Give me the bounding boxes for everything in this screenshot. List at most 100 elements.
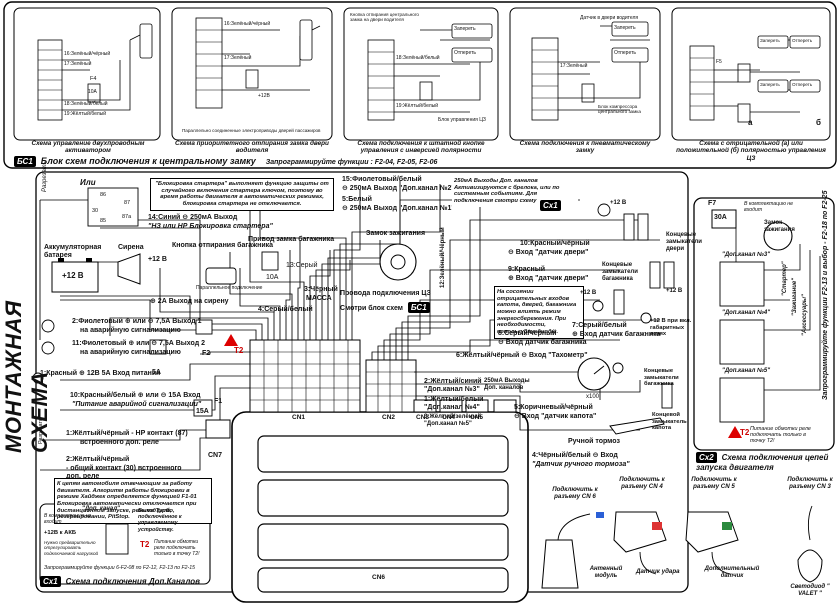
label-knopka-bag: Кнопка отпирания багажника	[172, 242, 274, 249]
wire-5k: 5:Коричневый/чёрный	[514, 404, 593, 411]
wire-6: 6:Жёлтый/чёрный ⊖ Вход "Тахометр"	[456, 352, 588, 359]
label-provoda-cz: Провода подключения ЦЗ	[340, 290, 431, 297]
wire-9: 9:Красный	[508, 266, 546, 273]
wire-cn7-1-sub: встроенного доп. реле	[80, 439, 159, 446]
cx1-dop: "Доп. канал"	[82, 506, 120, 512]
wire-2-sub: на аварийную сигнализацию	[80, 327, 181, 334]
scheme-caption-4: Схема подключения к пневматическому замк…	[519, 140, 651, 155]
label-ili: Или	[80, 178, 96, 187]
wire-3j-sub: "Доп.канал №5"	[424, 421, 472, 427]
cx1-header: Cx1 Схема подключения Доп.Каналов	[40, 576, 200, 588]
label-massa: МАССА	[306, 295, 332, 302]
top-plus12: +12В	[258, 93, 270, 99]
top-otperet-b: Отпереть	[614, 50, 636, 56]
bs1-title: Блок схем подключения к центральному зам…	[40, 156, 256, 166]
connector-cn2: CN2	[382, 414, 396, 421]
top-otperet-d: Отпереть	[792, 82, 813, 87]
cx1-akb: +12В к АКБ	[44, 530, 77, 536]
label-akb-12v: +12 В	[62, 271, 84, 280]
label-x100: x100	[586, 394, 600, 400]
label-razrezat-2: Разрезать	[38, 418, 44, 444]
wire-10-sub: "Питание аварийной сигнализации"	[72, 401, 202, 408]
wire-4: 4:Серый/белый	[258, 306, 313, 313]
pod-cn3: Подключить к разъему CN 3	[787, 476, 833, 491]
wire-7: 7:Серый/белый	[572, 322, 627, 329]
wire-9-sub: ⊕ Вход "датчик двери"	[508, 275, 589, 282]
label-konc-bag2: Концевые замыкатели багажника	[644, 368, 679, 388]
top-otperet: Отпереть	[454, 50, 476, 56]
cx2-program: Запрограммируйте функции F2-13 и выбор -…	[822, 190, 829, 400]
bs1-badge: БС1	[14, 156, 36, 168]
relay-87a: 87a	[122, 214, 132, 220]
cx2-zamok: Замок зажигания	[764, 220, 795, 233]
top-wire-19: 19:Жёлтый/белый	[64, 111, 107, 117]
fuse-5a: 5A	[152, 369, 161, 376]
warning-icon-cx2	[728, 426, 742, 438]
label-konc-bag: Концевые замыкатели багажника	[602, 262, 638, 282]
relay-87: 87	[124, 200, 131, 206]
top-a: а	[748, 118, 753, 127]
note-door: На сосоянии отрицательных входов капота,…	[494, 286, 584, 339]
wire-cn7-2: 2:Жёлтый/чёрный	[66, 456, 130, 463]
wire-5: 5:Белый	[342, 196, 372, 203]
wire-11-sub: на аварийную сигнализацию	[80, 349, 181, 356]
wire-10r: 10:Красный/чёрный	[520, 240, 590, 247]
connector-cn3: CN3	[416, 414, 430, 421]
cx2-fuse30a: 30A	[714, 214, 727, 221]
top-fuse-f5: F5	[716, 59, 722, 65]
top-wire-19-c: 19:Жёлтый/белый	[396, 103, 439, 109]
top-otperet-c: Отпереть	[792, 38, 813, 43]
wire-1j: 1:Жёлтый/белый	[424, 396, 484, 403]
pod-cn5: Подключить к разъему CN 5	[691, 476, 737, 491]
cx1-program: Запрограммируйте функции 6-F2-08 по F2-1…	[44, 565, 196, 571]
wire-15-sub: ⊖ 250мА Выход "Доп.канал №2"	[342, 185, 455, 192]
label-gab: +12 В при вкл. габаритных огнях	[650, 318, 692, 338]
connector-cn5: CN5	[470, 414, 484, 421]
label-smotri: Смотри блок схем БС1	[340, 302, 433, 314]
top-prioritet-note: Параллельно соединенные электроприводы д…	[182, 128, 321, 133]
wire-10: 10:Красный/белый ⊕ или ⊖ 15А Вход	[70, 392, 201, 399]
connector-cn6: CN6	[372, 574, 386, 581]
label-smotri-text: Смотри блок схем	[340, 305, 403, 312]
top-wire-17-d: 17:Зелёный	[560, 63, 588, 69]
bs1-badge-2: БС1	[407, 302, 430, 314]
top-wire-17: 17:Зелёный	[64, 61, 92, 67]
wire-3: 3:Чёрный	[304, 286, 338, 293]
wire-4-sub: ⊕ 2А Выход на сирену	[150, 298, 229, 305]
fuse-f1: F1	[214, 398, 223, 405]
pod-cn6: Подключить к разъему CN 6	[552, 486, 598, 501]
wire-15: 15:Фиолетовый/белый	[342, 176, 422, 183]
label-t2-main: T2	[234, 346, 244, 355]
wire-8-sub: ⊖ Вход датчик багажника	[498, 339, 587, 346]
wire-10r-sub: ⊖ Вход "датчик двери"	[508, 249, 589, 256]
top-kompressor: Блок компрессора центрального замка	[598, 104, 641, 115]
relay-86: 86	[100, 192, 107, 198]
side-title: МОНТАЖНАЯ СХЕМА	[1, 300, 52, 453]
cx2-starter: "Стартер"	[782, 261, 788, 296]
wire-1j-sub: "Доп.канал №4"	[424, 404, 480, 411]
label-ruchnoy: Ручной тормоз	[568, 438, 620, 445]
label-out250: 250мА Выходы Доп. каналов	[484, 378, 530, 391]
cx1-kompl: В комплектацию не входит	[44, 513, 92, 525]
scheme-caption-5: Схема с отрицательной (а) или положитель…	[676, 140, 826, 162]
label-parallel: Параллельное подключение	[196, 285, 263, 291]
cx1-ref-1: Cx1	[540, 200, 564, 212]
wire-3j: 3:Жёлтый/зелёный	[424, 414, 482, 420]
wire-4k: 4:Чёрный/белый ⊖ Вход	[532, 452, 618, 459]
scheme-caption-3: Схема подключения к штатной кнопке управ…	[357, 140, 485, 155]
wire-2j: 2:Жёлтый/синий	[424, 378, 482, 385]
top-wire-17-b: 17:Зелёный	[224, 55, 252, 61]
wire-8: 8:Серый/чёрный	[498, 330, 557, 337]
label-privod: Привод замка багажника	[248, 236, 335, 243]
cx1-ust: Нужно предварительно отрегулировать подк…	[44, 540, 99, 556]
label-plus12-siren: +12 В	[148, 256, 167, 263]
cx2-dop5: "Доп.канал №5"	[722, 368, 771, 374]
label-plus12-bag: +12 В	[666, 288, 683, 294]
warning-icon-1	[224, 334, 238, 346]
label-antenna: Антенный модуль	[589, 566, 623, 579]
cx2-zajiganie: "Зажигание"	[792, 277, 798, 316]
cx2-badge: Cx2	[696, 452, 717, 464]
cx2-f7: F7	[708, 200, 717, 207]
top-zapret-d: Запереть	[760, 82, 780, 87]
